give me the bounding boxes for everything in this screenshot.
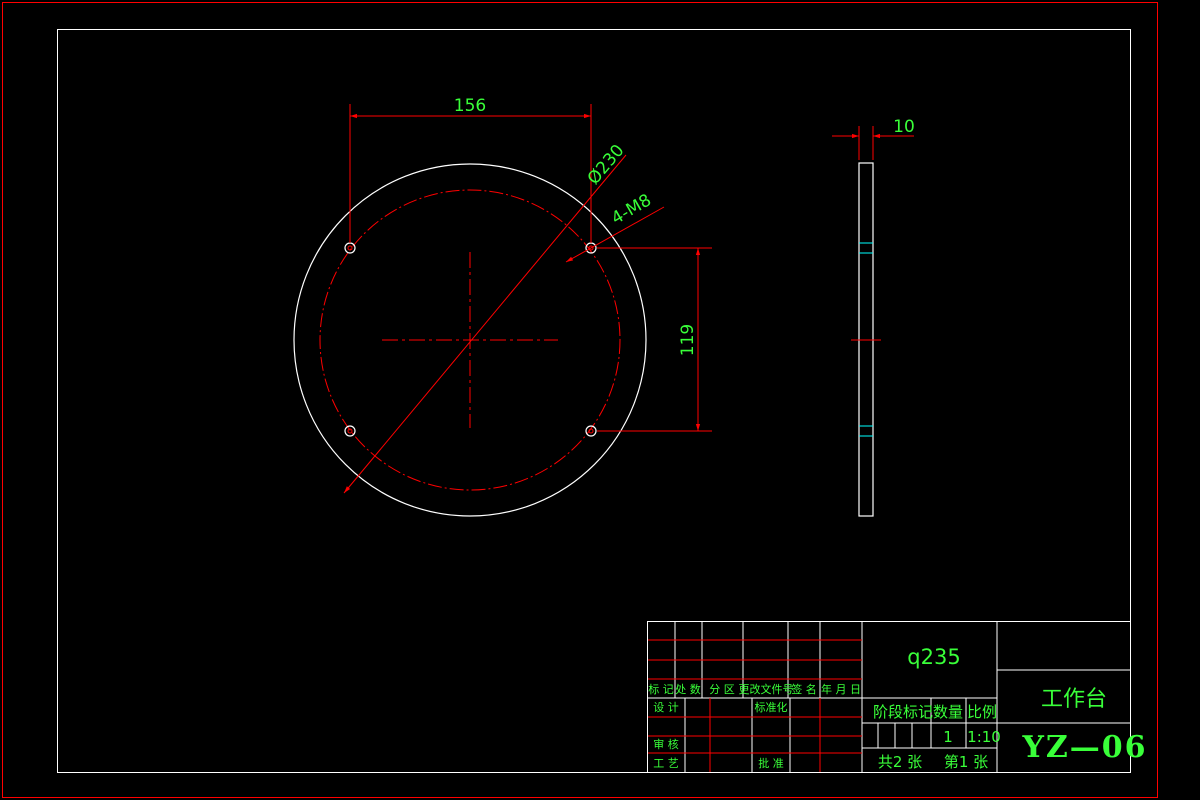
approve-label: 批 准	[758, 756, 784, 770]
quantity-value: 1	[943, 728, 953, 746]
revision-header: 处 数	[675, 683, 701, 696]
material: q235	[907, 645, 960, 669]
outer-frame	[2, 2, 1158, 798]
bolt-hole	[344, 425, 356, 437]
bolt-hole	[344, 242, 356, 254]
leader-line-holes	[565, 206, 665, 263]
sheets-total: 共2 张	[878, 753, 922, 771]
scale-value: 1:10	[967, 728, 1001, 746]
revision-header: 分 区	[709, 683, 735, 696]
revision-header: 更改文件号	[739, 682, 794, 696]
design-label: 设 计	[653, 701, 679, 714]
quantity-label: 数量	[933, 703, 963, 721]
scale-label: 比例	[967, 703, 997, 721]
bolt-hole	[585, 425, 597, 437]
dimension-text-holes: 4-M8	[608, 190, 655, 229]
side-view: 10	[832, 117, 915, 517]
bolt-circle	[319, 189, 621, 491]
sheet-number: 第1 张	[944, 753, 988, 771]
part-name: 工作台	[1041, 687, 1107, 712]
revision-header: 年 月 日	[821, 682, 861, 696]
leader-line	[599, 154, 627, 187]
title-block	[647, 621, 1131, 773]
dimension-text-diameter: Ø230	[584, 141, 629, 189]
review-label: 审 核	[653, 737, 679, 751]
revision-header: 标 记	[648, 682, 674, 696]
drawing-number: YZ—06	[1021, 730, 1147, 765]
dimension-text-156: 156	[454, 96, 486, 116]
standardization-label: 标准化	[755, 700, 788, 714]
process-label: 工 艺	[653, 757, 679, 770]
title-block-text: 标 记 处 数 分 区 更改文件号 签 名 年 月 日 设 计 标准化 审 核 …	[648, 645, 1147, 771]
stage-mark-label: 阶段标记	[873, 703, 933, 721]
inner-frame	[57, 29, 1131, 773]
dimension-line-diameter	[343, 185, 601, 494]
front-view: 156 119 Ø230 4-M8	[293, 96, 712, 517]
dimension-text-119: 119	[678, 324, 698, 356]
plate-outline	[293, 163, 647, 517]
revision-header: 签 名	[791, 682, 817, 696]
title-block-frame	[647, 621, 1131, 773]
dimension-text-10: 10	[893, 117, 915, 137]
